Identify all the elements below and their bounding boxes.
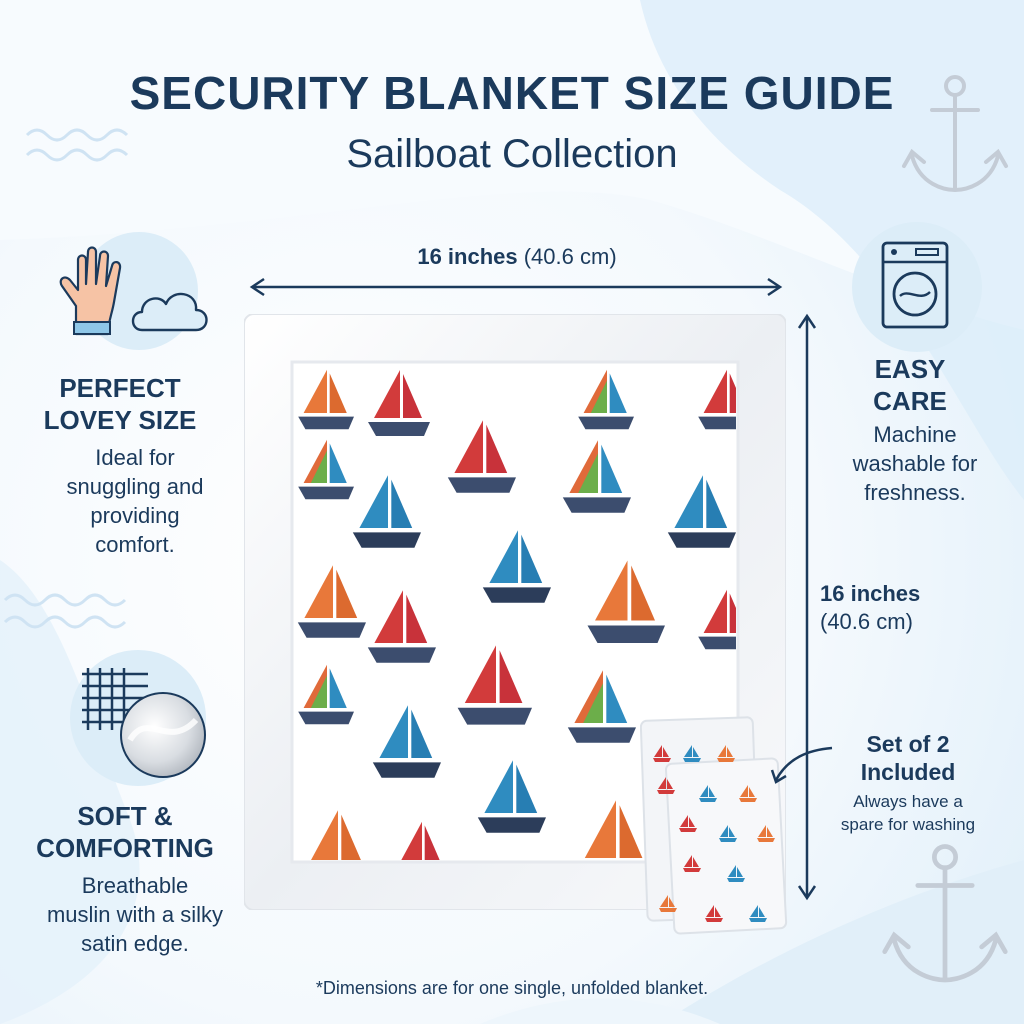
anchor-icon (882, 844, 1008, 983)
page-title: SECURITY BLANKET SIZE GUIDE (129, 67, 895, 119)
washing-machine-icon (881, 241, 949, 329)
height-arrow (797, 313, 817, 901)
set-of-two-description: Always have a spare for washing (840, 792, 976, 834)
height-inches: 16 inches (820, 581, 921, 606)
width-cm: (40.6 cm) (523, 244, 617, 269)
sailboat-icon (717, 745, 735, 762)
soft-description: Breathable muslin with a silky satin edg… (46, 873, 224, 956)
cloud-icon (131, 292, 208, 332)
sailboat-icon (659, 895, 677, 912)
width-arrow (249, 277, 783, 297)
page-subtitle: Sailboat Collection (346, 132, 678, 176)
fabric-swatch-icon (120, 692, 206, 778)
width-dimension-label: 16 inches (40.6 cm) (250, 244, 784, 270)
sailboat-icon (657, 777, 675, 794)
lovey-size-description: Ideal for snuggling and providing comfor… (66, 445, 204, 557)
soft-heading: SOFT & COMFORTING (36, 801, 214, 863)
sailboat-icon (699, 785, 717, 802)
sailboat-icon (683, 745, 701, 762)
anchor-icon (902, 75, 1008, 193)
lovey-size-heading: PERFECT LOVEY SIZE (43, 373, 197, 435)
callout-arrow (770, 746, 833, 784)
sailboat-icon (719, 825, 737, 842)
sailboat-icon (757, 825, 775, 842)
set-of-two-heading: Set of 2 Included (860, 731, 956, 785)
sailboat-icon (705, 905, 723, 922)
sailboat-icon (727, 865, 745, 882)
easy-care-heading: EASY CARE (873, 354, 947, 416)
hand-icon (59, 246, 122, 336)
sailboat-icon (749, 905, 767, 922)
wave-icon (3, 593, 127, 629)
sailboat-icon (653, 745, 671, 762)
second-blanket-image (640, 716, 788, 935)
sailboat-icon (739, 785, 757, 802)
wave-icon (25, 128, 129, 162)
easy-care-description: Machine washable for freshness. (852, 422, 978, 505)
sailboat-icon (679, 815, 697, 832)
footnote: *Dimensions are for one single, unfolded… (315, 978, 709, 998)
height-dimension-label: 16 inches (40.6 cm) (820, 580, 970, 636)
sailboat-icon (683, 855, 701, 872)
width-inches: 16 inches (417, 244, 518, 269)
height-cm: (40.6 cm) (820, 609, 913, 634)
